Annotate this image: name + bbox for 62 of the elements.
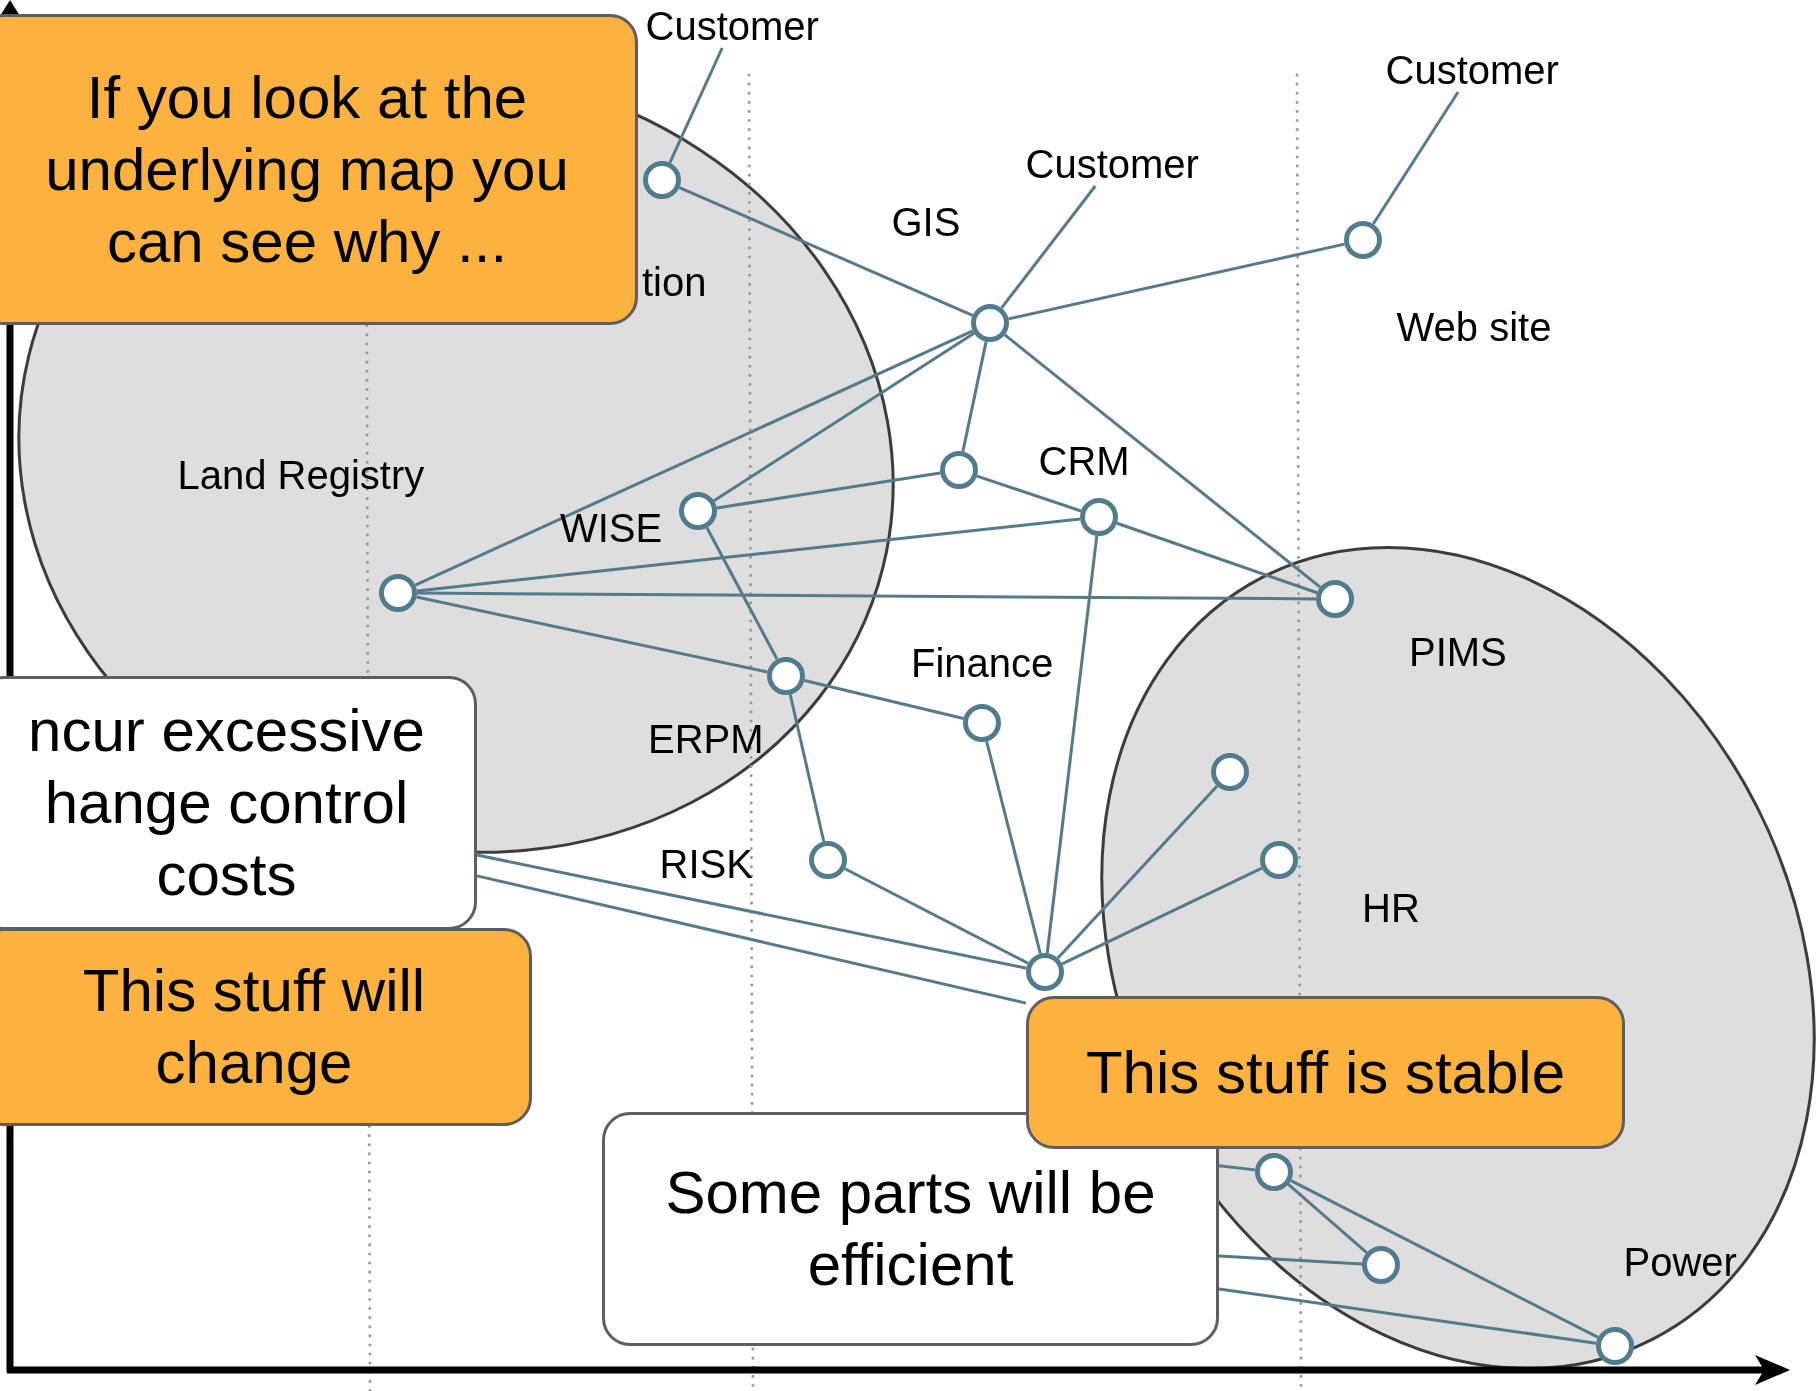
connector-line xyxy=(668,47,724,164)
callout-box xyxy=(1026,996,1625,1149)
map-label: GIS xyxy=(891,200,961,244)
connector-line xyxy=(804,678,964,721)
connector-line xyxy=(1218,1287,1597,1345)
callout-text: This stuff is stable xyxy=(1085,1037,1566,1108)
connector-line xyxy=(1372,91,1460,225)
connector-line xyxy=(1008,242,1345,321)
connector-line xyxy=(1287,1183,1368,1254)
connector-line xyxy=(716,471,941,510)
connector-line xyxy=(713,332,975,502)
connector-line xyxy=(678,186,974,317)
node-label: Customer xyxy=(1385,48,1559,92)
connector-line xyxy=(1045,535,1099,954)
connector-line xyxy=(985,741,1042,954)
connector-line xyxy=(1290,1179,1599,1339)
connector-line xyxy=(1218,1254,1363,1266)
connector-line xyxy=(476,853,1027,970)
connector-line xyxy=(1003,333,1322,589)
node-circle xyxy=(963,704,1001,742)
node-label: Customer xyxy=(645,4,819,48)
node-circle xyxy=(1344,221,1382,259)
node-circle xyxy=(971,304,1009,342)
map-label: RISK xyxy=(659,842,753,886)
node-circle xyxy=(1080,498,1118,536)
callout-box xyxy=(602,1112,1219,1346)
node-circle xyxy=(809,841,847,879)
node-circle xyxy=(940,451,978,489)
connector-line xyxy=(416,595,768,674)
connector-line xyxy=(417,591,1316,601)
map-label: Power xyxy=(1623,1240,1737,1284)
connector-line xyxy=(705,527,779,660)
callout-box xyxy=(0,676,477,930)
connector-line xyxy=(788,694,826,842)
map-label: tion xyxy=(642,260,707,304)
connector-line xyxy=(1056,784,1219,960)
callout-text: Some parts will be efficient xyxy=(664,1158,1157,1300)
callout-box xyxy=(0,14,638,325)
map-label: Land Registry xyxy=(177,453,425,497)
connector-line xyxy=(416,517,1081,593)
map-label: CRM xyxy=(1038,439,1130,483)
callout-text: If you look at the underlying map you can see why ... xyxy=(44,62,570,277)
callout-text: This stuff will change xyxy=(81,956,427,1098)
callout-text: ncur excessive hange control costs xyxy=(27,696,426,910)
callout-box xyxy=(0,928,532,1126)
node-label: Customer xyxy=(1025,142,1199,186)
connector-line xyxy=(476,874,1027,1005)
map-label: WISE xyxy=(560,506,663,550)
map-label: PIMS xyxy=(1409,630,1507,674)
connector-line xyxy=(844,867,1029,965)
connector-line xyxy=(414,329,974,587)
connector-line xyxy=(1218,1164,1256,1172)
connector-line xyxy=(961,341,988,452)
map-label: HR xyxy=(1362,886,1420,930)
map-label: Web site xyxy=(1396,305,1552,349)
connector-line xyxy=(1116,521,1318,595)
connector-line xyxy=(1061,866,1263,966)
node-circle xyxy=(1026,953,1064,991)
map-label: Finance xyxy=(911,641,1054,685)
map-label: ERPM xyxy=(648,717,764,761)
connector-line xyxy=(976,474,1082,513)
connector-line xyxy=(1000,185,1097,309)
